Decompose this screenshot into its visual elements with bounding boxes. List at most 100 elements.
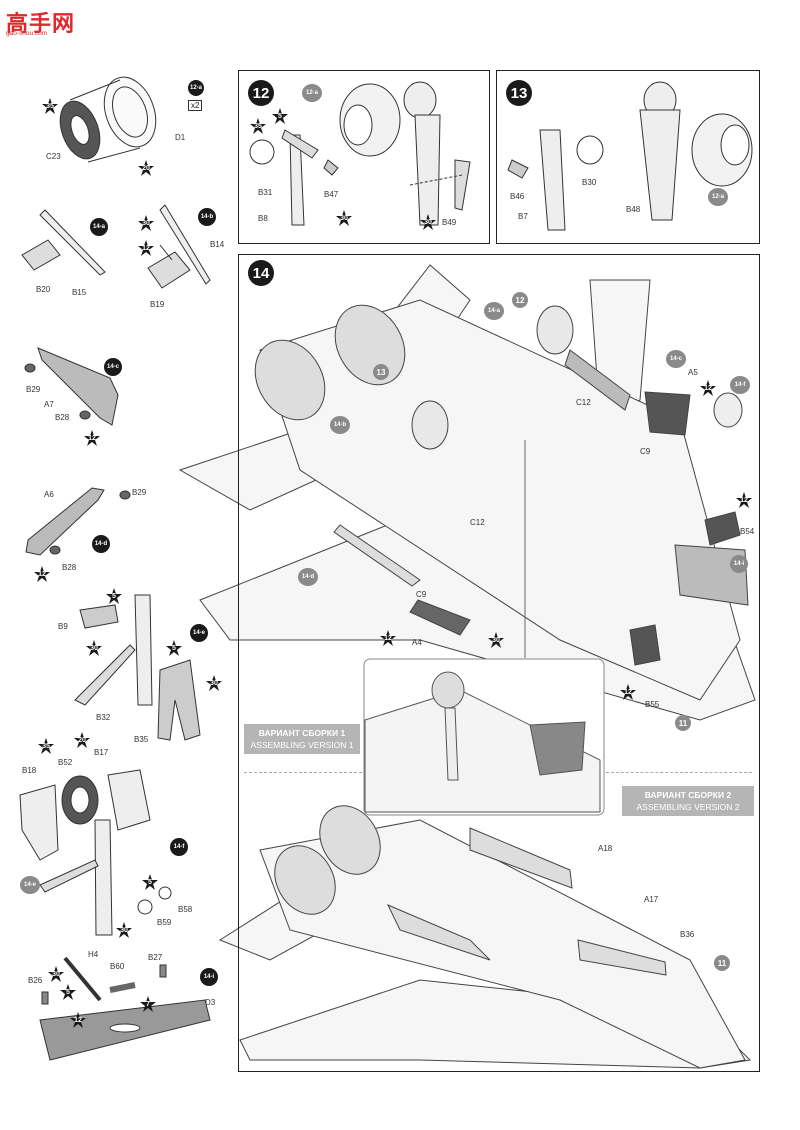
- quantity-badge: x2: [188, 100, 203, 111]
- part-b36: B36: [680, 930, 695, 939]
- part-b27: B27: [148, 953, 163, 962]
- step-12-ref: 12: [512, 292, 528, 308]
- part-a5: A5: [688, 368, 698, 377]
- part-b18: B18: [22, 766, 37, 775]
- color-30-badge: 30: [138, 215, 154, 231]
- step-13-number: 13: [506, 80, 532, 106]
- part-b59: B59: [157, 918, 172, 927]
- color-12-badge: 12: [138, 240, 154, 256]
- subassembly-14f-ref: 14-f: [730, 376, 750, 394]
- version-1-ru: ВАРИАНТ СБОРКИ 1: [258, 728, 346, 738]
- part-h4: H4: [88, 950, 99, 959]
- part-c12: C12: [576, 398, 591, 407]
- color-30-badge: 30: [488, 632, 504, 648]
- part-d3: D3: [205, 998, 216, 1007]
- part-b14: B14: [210, 240, 225, 249]
- part-b9: B9: [58, 622, 68, 631]
- subassembly-14a: 14-a: [90, 218, 108, 236]
- fuselage-11-ref: 11: [675, 715, 691, 731]
- step-13-ref: 13: [373, 364, 389, 380]
- color-12-badge: 12: [736, 492, 752, 508]
- part-a7: A7: [44, 400, 54, 409]
- version-2-en: ASSEMBLING VERSION 2: [636, 802, 740, 812]
- color-5-badge: 5: [166, 640, 182, 656]
- part-b54: B54: [740, 527, 755, 536]
- part-b48: B48: [626, 205, 641, 214]
- version-1-en: ASSEMBLING VERSION 1: [250, 740, 354, 750]
- part-b28: B28: [62, 563, 77, 572]
- color-30-badge: 30: [86, 640, 102, 656]
- subassembly-14c-ref: 14-c: [666, 350, 686, 368]
- part-b20: B20: [36, 285, 51, 294]
- color-12-badge: 12: [34, 566, 50, 582]
- part-b26: B26: [28, 976, 43, 985]
- color-5-badge: 5: [142, 874, 158, 890]
- color-5-badge: 5: [106, 588, 122, 604]
- color-30-badge: 30: [116, 922, 132, 938]
- part-b17: B17: [94, 748, 109, 757]
- subassembly-14i-ref: 14-i: [730, 555, 748, 573]
- part-b29: B29: [132, 488, 147, 497]
- part-b8: B8: [258, 214, 268, 223]
- part-b15: B15: [72, 288, 87, 297]
- color-35-badge: 35: [42, 98, 58, 114]
- logo-url: gao-shou.com: [6, 30, 48, 37]
- step-14-number: 14: [248, 260, 274, 286]
- subassembly-14a-ref: 14-a: [484, 302, 504, 320]
- site-logo: 高手网 gao-shou.com: [6, 6, 76, 38]
- part-b32: B32: [96, 713, 111, 722]
- part-b31: B31: [258, 188, 273, 197]
- subassembly-14e: 14-e: [190, 624, 208, 642]
- color-30-badge: 30: [206, 675, 222, 691]
- part-c23: C23: [46, 152, 61, 161]
- step-12-number: 12: [248, 80, 274, 106]
- color-35-badge: 35: [38, 738, 54, 754]
- color-7-badge: 7: [140, 996, 156, 1012]
- assembly-version-2: ВАРИАНТ СБОРКИ 2 ASSEMBLING VERSION 2: [622, 786, 754, 816]
- subassembly-12a: 12-a: [188, 80, 204, 96]
- fuselage-11-ref: 11: [714, 955, 730, 971]
- part-b46: B46: [510, 192, 525, 201]
- subassembly-12a-ref: 12-a: [302, 84, 322, 102]
- step-12-panel: [238, 70, 490, 244]
- part-a6: A6: [44, 490, 54, 499]
- step-14-panel: [238, 254, 760, 1072]
- part-b28: B28: [55, 413, 70, 422]
- subassembly-14d-ref: 14-d: [298, 568, 318, 586]
- part-b47: B47: [324, 190, 339, 199]
- subassembly-14i: 14-i: [200, 968, 218, 986]
- color-5-badge: 5: [272, 108, 288, 124]
- color-5-badge: 5: [60, 984, 76, 1000]
- part-b55: B55: [645, 700, 660, 709]
- step-13-panel: [496, 70, 760, 244]
- color-30-badge: 30: [420, 214, 436, 230]
- divider-left: [244, 772, 362, 773]
- part-c9: C9: [640, 447, 651, 456]
- part-b7: B7: [518, 212, 528, 221]
- color-20-badge: 20: [138, 160, 154, 176]
- version-2-ru: ВАРИАНТ СБОРКИ 2: [644, 790, 732, 800]
- part-c12: C12: [470, 518, 485, 527]
- part-b58: B58: [178, 905, 193, 914]
- color-12-badge: 12: [620, 684, 636, 700]
- assembly-version-1: ВАРИАНТ СБОРКИ 1 ASSEMBLING VERSION 1: [244, 724, 360, 754]
- subassembly-14f: 14-f: [170, 838, 188, 856]
- color-12-badge: 12: [70, 1012, 86, 1028]
- subassembly-14b-ref: 14-b: [330, 416, 350, 434]
- part-b49: B49: [442, 218, 457, 227]
- part-b60: B60: [110, 962, 125, 971]
- part-a17: A17: [644, 895, 659, 904]
- part-b52: B52: [58, 758, 73, 767]
- subassembly-12a-ref: 12-a: [708, 188, 728, 206]
- part-b19: B19: [150, 300, 165, 309]
- part-b29: B29: [26, 385, 41, 394]
- part-b30: B30: [582, 178, 597, 187]
- color-12-badge: 12: [380, 630, 396, 646]
- divider-right: [606, 772, 752, 773]
- part-a18: A18: [598, 844, 613, 853]
- part-a4: A4: [412, 638, 422, 647]
- subassembly-14c: 14-c: [104, 358, 122, 376]
- subassembly-14d: 14-d: [92, 535, 110, 553]
- color-30-badge: 30: [48, 966, 64, 982]
